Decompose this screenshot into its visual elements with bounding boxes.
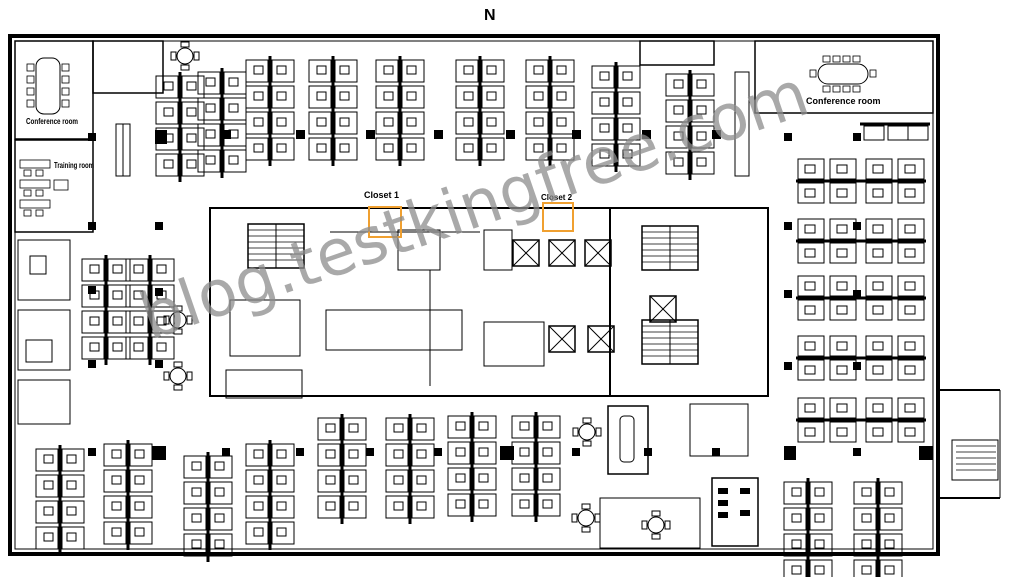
- closet-2-label: Closet 2: [541, 193, 573, 202]
- closet-1-highlight[interactable]: [368, 206, 402, 238]
- closet-1-label: Closet 1: [364, 190, 399, 200]
- central-core: [209, 207, 769, 399]
- conference-room-nw-label: Conference room: [26, 117, 78, 126]
- conference-room-ne: [754, 40, 934, 114]
- building-shell: [8, 34, 1001, 556]
- training-room: [14, 139, 94, 233]
- closet-2-highlight[interactable]: [542, 202, 574, 232]
- watermark-text: blog.testkingfree.com: [131, 57, 818, 355]
- training-room-label: Training room: [54, 161, 94, 170]
- compass-north-label: N: [484, 7, 496, 24]
- workstations-north: [115, 40, 750, 184]
- conference-room-ne-label: Conference room: [806, 96, 881, 106]
- workstations-east: [782, 122, 930, 577]
- workstations-west: [17, 239, 193, 425]
- workstations-south: [34, 403, 759, 564]
